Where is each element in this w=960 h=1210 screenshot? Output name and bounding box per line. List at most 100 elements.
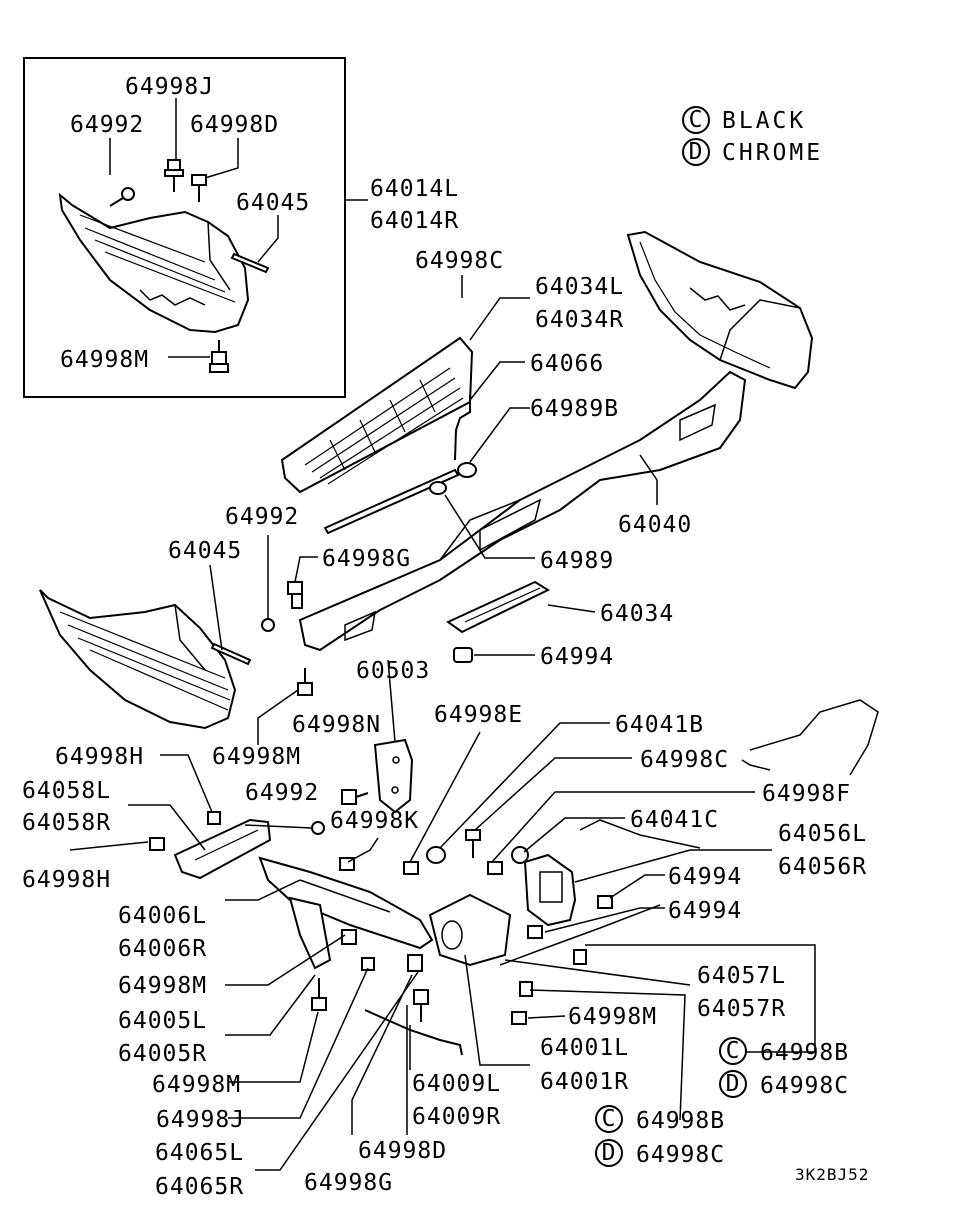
label-64998D-b: 64998D [358,1138,447,1164]
label-64998M-d: 64998M [152,1072,241,1098]
label-64001L: 64001L [540,1035,629,1061]
label-64998H-b: 64998H [22,867,111,893]
color-letter-D-b: D [602,1140,617,1166]
bracket-64058 [173,818,272,880]
frame-member [499,904,661,966]
label-64009R: 64009R [412,1104,501,1130]
label-64998M-c: 64998M [118,973,207,999]
left-step-cover [39,589,237,730]
label-64998K: 64998K [330,808,419,834]
bolt-64998B-b [519,981,533,997]
label-64998D-a: 64998D [190,112,279,138]
rubber-64989B [457,462,477,478]
label-64998C-d: 64998C [636,1142,725,1168]
label-64998G-b: 64998G [304,1170,393,1196]
bolt-64998J-b [361,957,375,971]
step-frame-64040 [298,370,747,652]
label-64998M-e: 64998M [568,1004,657,1030]
bolt-64998M-left [297,668,313,696]
label-64006R: 64006R [118,936,207,962]
inset-frame [23,57,346,398]
frame-outline [749,699,879,776]
label-64992-a: 64992 [70,112,144,138]
inset-bolt-64998M [209,340,229,373]
label-64058R: 64058R [22,810,111,836]
bracket-64034 [446,580,551,634]
bolt-64998E [403,861,419,875]
bolt-64998C-b [465,829,481,858]
bracket-64001 [428,893,512,967]
label-64065R: 64065R [155,1174,244,1200]
label-64057L: 64057L [697,963,786,989]
inset-bolt-64998D [191,174,207,202]
label-64994-a: 64994 [540,644,614,670]
label-64014L: 64014L [370,176,459,202]
color-badge-D-b [595,1139,623,1167]
screw-64992-c [311,821,325,835]
label-64998B-b: 64998B [636,1108,725,1134]
legend: C BLACK D CHROME [682,106,823,166]
label-64998E: 64998E [434,702,523,728]
screw-64992-left [261,618,275,632]
legend-chrome-badge [682,138,710,166]
legend-black-badge [682,106,710,134]
label-64006L: 64006L [118,903,207,929]
label-64998F: 64998F [762,781,851,807]
legend-chrome-label: CHROME [722,140,823,166]
legend-black-label: BLACK [722,108,806,134]
rubber-64989 [429,481,447,495]
label-64009L: 64009L [412,1071,501,1097]
bolt-64998D-b [413,989,429,1022]
label-64998C-b: 64998C [640,747,729,773]
nut-64994-c [527,925,543,939]
label-64998N: 64998N [292,712,381,738]
label-64994-c: 64994 [668,898,742,924]
label-64058L: 64058L [22,778,111,804]
bolt-64998G-left [287,581,303,609]
long-strip [323,468,460,535]
label-64998B-a: 64998B [760,1040,849,1066]
label-64041C: 64041C [630,807,719,833]
diagram-code: 3K2BJ52 [795,1165,869,1184]
label-64005R: 64005R [118,1041,207,1067]
right-step-cover [626,230,814,390]
label-64005L: 64005L [118,1008,207,1034]
frame-member-2 [579,819,701,849]
step-plate [280,336,474,494]
label-60503: 60503 [356,658,430,684]
color-badge-C-b [595,1105,623,1133]
label-64040: 64040 [618,512,692,538]
label-64034R: 64034R [535,307,624,333]
bracket-64056 [523,853,577,927]
label-64045-a: 64045 [236,190,310,216]
label-64056R: 64056R [778,854,867,880]
bolt-64998N [341,789,369,805]
bolt-64998M-e [511,1011,527,1025]
label-64045-b: 64045 [168,538,242,564]
legend-black-letter: C [689,107,704,133]
clip-64994-a [453,647,473,663]
bolt-64998M-d [311,978,327,1011]
hook-64009 [364,1009,463,1056]
label-64014R: 64014R [370,208,459,234]
legend-chrome-letter: D [689,139,704,165]
label-64998J-b: 64998J [156,1107,245,1133]
label-64989B: 64989B [530,396,619,422]
color-letter-C-b: C [602,1106,617,1132]
bolt-64998H-a [207,811,221,825]
washer-64041B [426,846,446,864]
bolt-64998B-a [573,949,587,965]
label-64066: 64066 [530,351,604,377]
label-64992-c: 64992 [245,780,319,806]
label-64041B: 64041B [615,712,704,738]
bolt-64998F [487,861,503,875]
rod-64066 [454,395,471,461]
label-64998M-a: 64998M [60,347,149,373]
label-64992-b: 64992 [225,504,299,530]
inset-bolt-64998J [164,159,184,192]
label-64001R: 64001R [540,1069,629,1095]
color-badge-C-a [719,1037,747,1065]
label-64034: 64034 [600,601,674,627]
color-badge-D-a [719,1070,747,1098]
